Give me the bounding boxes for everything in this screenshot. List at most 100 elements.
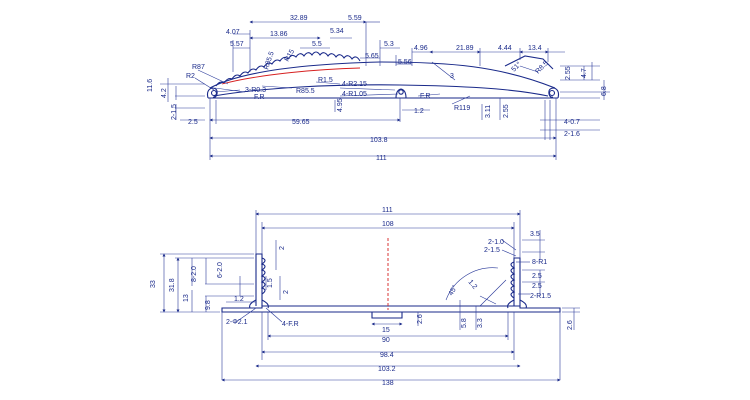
top-profile-center-circle xyxy=(398,89,404,95)
bottom-profile-left-wall xyxy=(255,253,263,306)
top-profile-left-circle xyxy=(210,89,218,97)
dim-b-13: 13 xyxy=(183,294,190,302)
dim-right-2.55: 2.55 xyxy=(565,66,572,80)
bottom-dimension-lines xyxy=(162,212,575,382)
dim-bottom-111: 111 xyxy=(376,155,387,162)
dim-left-4.2: 4.2 xyxy=(161,88,168,98)
bottom-profile-labels: 111 108 2-1.0 3.5 2-1.5 8-R1 2.5 2.5 2-R… xyxy=(150,207,574,387)
dim-b-2-R1.5: 2-R1.5 xyxy=(530,293,551,300)
dim-b-inner-15: 15 xyxy=(382,327,390,334)
dim-top-1: 32.89 xyxy=(290,15,308,22)
dim-b-inner-3.3: 3.3 xyxy=(477,318,484,328)
dim-b-103.2: 103.2 xyxy=(378,366,396,373)
dim-left-2.5: 2.5 xyxy=(188,119,198,126)
dim-top-11: 13.4 xyxy=(528,45,542,52)
dim-b-9.8: 9.8 xyxy=(205,300,212,310)
dim-b-98.4: 98.4 xyxy=(380,352,394,359)
dim-top-2: 5.59 xyxy=(348,15,362,22)
dim-right-6.8: 6.8 xyxy=(601,86,608,96)
label-b-2-phi-2.1: 2-Φ2.1 xyxy=(226,319,248,326)
dim-top-14: 4.96 xyxy=(414,45,428,52)
dim-bottom-59.65: 59.65 xyxy=(292,119,310,126)
dim-top-10: 4.44 xyxy=(498,45,512,52)
radius-R8.5: R8.5 xyxy=(534,60,549,75)
dim-bottom-103.8: 103.8 xyxy=(370,137,388,144)
dim-top-9: 21.89 xyxy=(456,45,474,52)
top-profile-right-lip xyxy=(504,55,554,70)
dim-bottom-3.11: 3.11 xyxy=(485,105,492,118)
radius-R1.5: R1.5 xyxy=(318,77,333,84)
top-profile-rib-surface xyxy=(215,51,361,87)
dim-left-11.6: 11.6 xyxy=(147,79,154,92)
dim-b-138: 138 xyxy=(382,380,394,387)
dim-top-13: 5.56 xyxy=(398,59,412,66)
top-leader-lines xyxy=(194,61,539,105)
top-profile-labels: 32.89 5.59 4.07 13.86 5.34 5.57 5.5 5.3 … xyxy=(147,15,608,162)
top-profile-left-hook xyxy=(206,87,218,99)
top-dimension-lines xyxy=(167,20,605,158)
dim-b-2.5-b: 2.5 xyxy=(532,283,542,290)
dim-bottom-4.95: 4.95 xyxy=(337,98,344,112)
dim-top-4: 13.86 xyxy=(270,31,288,38)
dim-b-2.5-a: 2.5 xyxy=(532,273,542,280)
bottom-profile-base-plate xyxy=(221,305,561,313)
dim-top-8: 5.3 xyxy=(384,41,394,48)
bottom-leader-lines xyxy=(235,239,530,323)
dim-b-6-2.0: 6-2.0 xyxy=(217,262,224,278)
radius-R119: R119 xyxy=(454,105,470,112)
dim-right-4.7: 4.7 xyxy=(581,68,588,78)
label-F.R-left: F.R xyxy=(254,94,265,101)
dim-b-2-a: 2 xyxy=(283,290,290,294)
dim-b-31.8: 31.8 xyxy=(169,278,176,292)
angle-b-45deg: 45° xyxy=(447,284,459,297)
dim-b-inner-2.6-right: 2.6 xyxy=(567,320,574,330)
dim-right-4-0.7: 4-0.7 xyxy=(564,119,580,126)
dim-left-2-1.5: 2-1.5 xyxy=(171,104,178,120)
bottom-profile-right-ribs xyxy=(510,261,516,299)
dim-b-111: 111 xyxy=(382,207,393,214)
radius-4-R2.15: 4-R2.15 xyxy=(342,81,367,88)
bottom-profile-right-foot xyxy=(507,299,527,309)
dim-top-5: 5.34 xyxy=(330,28,344,35)
top-profile-inner-curve xyxy=(213,84,549,97)
bottom-profile-right-wall xyxy=(513,257,521,306)
dim-b-inner-1.2: 1.2 xyxy=(466,279,478,291)
radius-R2: R2 xyxy=(186,73,195,80)
radius-R85.5-b: R85.5 xyxy=(296,88,315,95)
dim-top-3: 4.07 xyxy=(226,29,240,36)
dim-b-8-2.0: 8-2.0 xyxy=(191,266,198,282)
dim-b-108: 108 xyxy=(382,221,394,228)
bottom-profile-left-foot xyxy=(249,299,269,309)
dim-b-1.2: 1.2 xyxy=(234,296,244,303)
bottom-profile-left-ribs xyxy=(260,257,266,295)
dim-top-7: 5.5 xyxy=(312,41,322,48)
dim-b-2-1.0: 2-1.0 xyxy=(488,239,504,246)
bottom-profile-center-groove xyxy=(371,312,403,319)
top-profile-right-circle xyxy=(548,89,556,97)
top-profile-right-hook xyxy=(548,87,560,99)
dim-right-2-1.6: 2-1.6 xyxy=(564,131,580,138)
dim-b-inner-5.8: 5.8 xyxy=(461,318,468,328)
angle-3: 3 xyxy=(450,73,454,80)
dim-b-1.5: 1.5 xyxy=(267,278,274,288)
bottom-extension-lines xyxy=(160,210,580,380)
bottom-profile xyxy=(160,210,580,382)
dim-b-2-1.5: 2-1.5 xyxy=(484,247,500,254)
label-F.R-center: F.R xyxy=(420,93,431,100)
top-profile-red-trace xyxy=(221,67,361,85)
dim-top-6: 5.57 xyxy=(230,41,244,48)
dim-b-3.5: 3.5 xyxy=(530,231,540,238)
radius-R85.5-a: R85.5 xyxy=(263,51,275,71)
dim-top-12: 5.65 xyxy=(365,53,379,60)
dim-bottom-2.55: 2.55 xyxy=(503,104,510,118)
label-b-4-F.R: 4-F.R xyxy=(282,321,299,328)
dim-b-2-b: 2 xyxy=(279,246,286,250)
dim-b-33: 33 xyxy=(150,280,157,288)
dim-b-90: 90 xyxy=(382,337,390,344)
dim-b-inner-2.6: 2.6 xyxy=(417,314,424,324)
top-profile xyxy=(160,20,610,160)
radius-R87: R87 xyxy=(192,64,205,71)
radius-3-R0.3: 3-R0.3 xyxy=(245,87,266,94)
radius-4-R1.05: 4-R1.05 xyxy=(342,91,367,98)
